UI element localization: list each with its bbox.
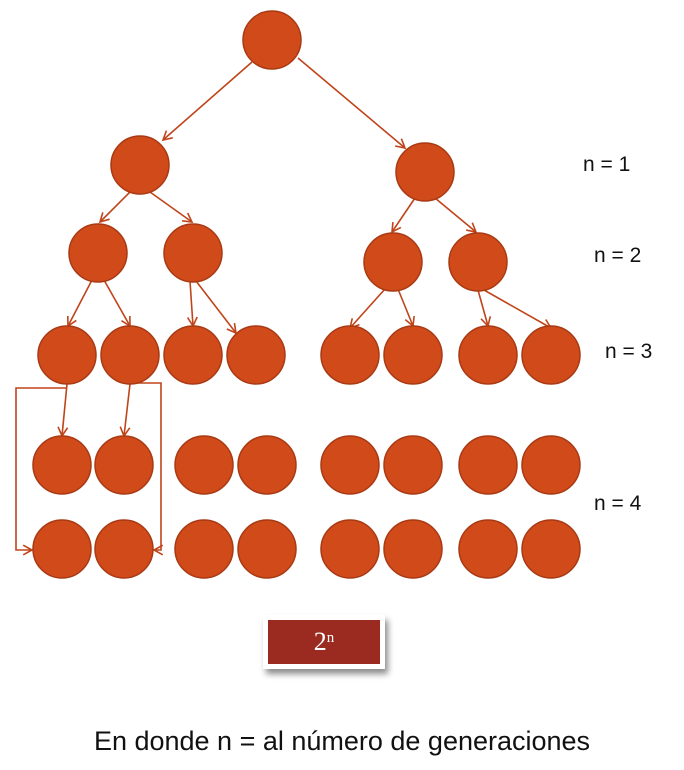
arrow-head <box>181 212 194 223</box>
arrow-head <box>466 222 478 234</box>
arrow-line <box>123 383 131 437</box>
binary-fission-tree <box>15 10 581 579</box>
formula-exponent: n <box>326 629 335 646</box>
caption: En donde n = al número de generaciones <box>93 726 591 756</box>
cell-node <box>32 435 92 495</box>
arrow-line <box>61 383 68 437</box>
cell-node <box>458 435 518 495</box>
cell-node <box>94 519 154 579</box>
arrow-line <box>397 288 414 327</box>
cell-node <box>100 325 160 385</box>
cell-node <box>163 325 223 385</box>
cell-node <box>521 435 581 495</box>
cell-node <box>320 519 380 579</box>
cell-node <box>163 223 223 283</box>
bracket-arrow-left <box>15 387 66 551</box>
cell-node <box>320 435 380 495</box>
cell-node <box>32 519 92 579</box>
cell-node <box>37 325 97 385</box>
cell-node <box>94 435 154 495</box>
arrow-head <box>152 544 164 556</box>
arrow-line <box>483 289 552 329</box>
generation-label-2: n = 2 <box>594 244 642 267</box>
generation-label-1: n = 1 <box>583 153 631 176</box>
cell-node <box>174 519 234 579</box>
arrow-head <box>395 138 407 150</box>
arrow-line <box>149 191 193 223</box>
arrow-line <box>297 57 406 149</box>
cell-node <box>237 519 297 579</box>
cell-node <box>242 10 302 70</box>
arrow-line <box>162 61 253 141</box>
cell-node <box>237 435 297 495</box>
arrow-line <box>195 280 237 334</box>
arrow-head <box>161 130 173 142</box>
cell-node <box>395 142 455 202</box>
cell-node <box>383 325 443 385</box>
arrow-head <box>391 221 402 234</box>
cell-node <box>383 519 443 579</box>
cell-node <box>363 232 423 292</box>
cell-node <box>383 435 443 495</box>
bracket-arrow-right <box>132 382 162 551</box>
cell-node <box>521 519 581 579</box>
cell-node <box>521 325 581 385</box>
arrow-line <box>103 279 131 327</box>
cell-node <box>458 325 518 385</box>
arrow-line <box>189 280 194 327</box>
cell-node <box>174 435 234 495</box>
formula-base: 2 <box>313 627 327 656</box>
arrow-line <box>391 197 416 233</box>
cell-node <box>458 519 518 579</box>
cell-node <box>226 325 286 385</box>
arrow-line <box>477 289 489 327</box>
generation-label-3: n = 3 <box>605 340 653 363</box>
arrow-head <box>98 212 110 224</box>
cell-node <box>68 223 128 283</box>
arrow-line <box>99 191 131 223</box>
arrow-line <box>349 288 386 329</box>
cell-node <box>110 135 170 195</box>
arrow-head <box>22 544 34 556</box>
arrow-line <box>434 197 477 233</box>
arrow-line <box>67 279 93 327</box>
cell-node <box>448 232 508 292</box>
generation-label-4: n = 4 <box>594 492 642 515</box>
cell-node <box>320 325 380 385</box>
